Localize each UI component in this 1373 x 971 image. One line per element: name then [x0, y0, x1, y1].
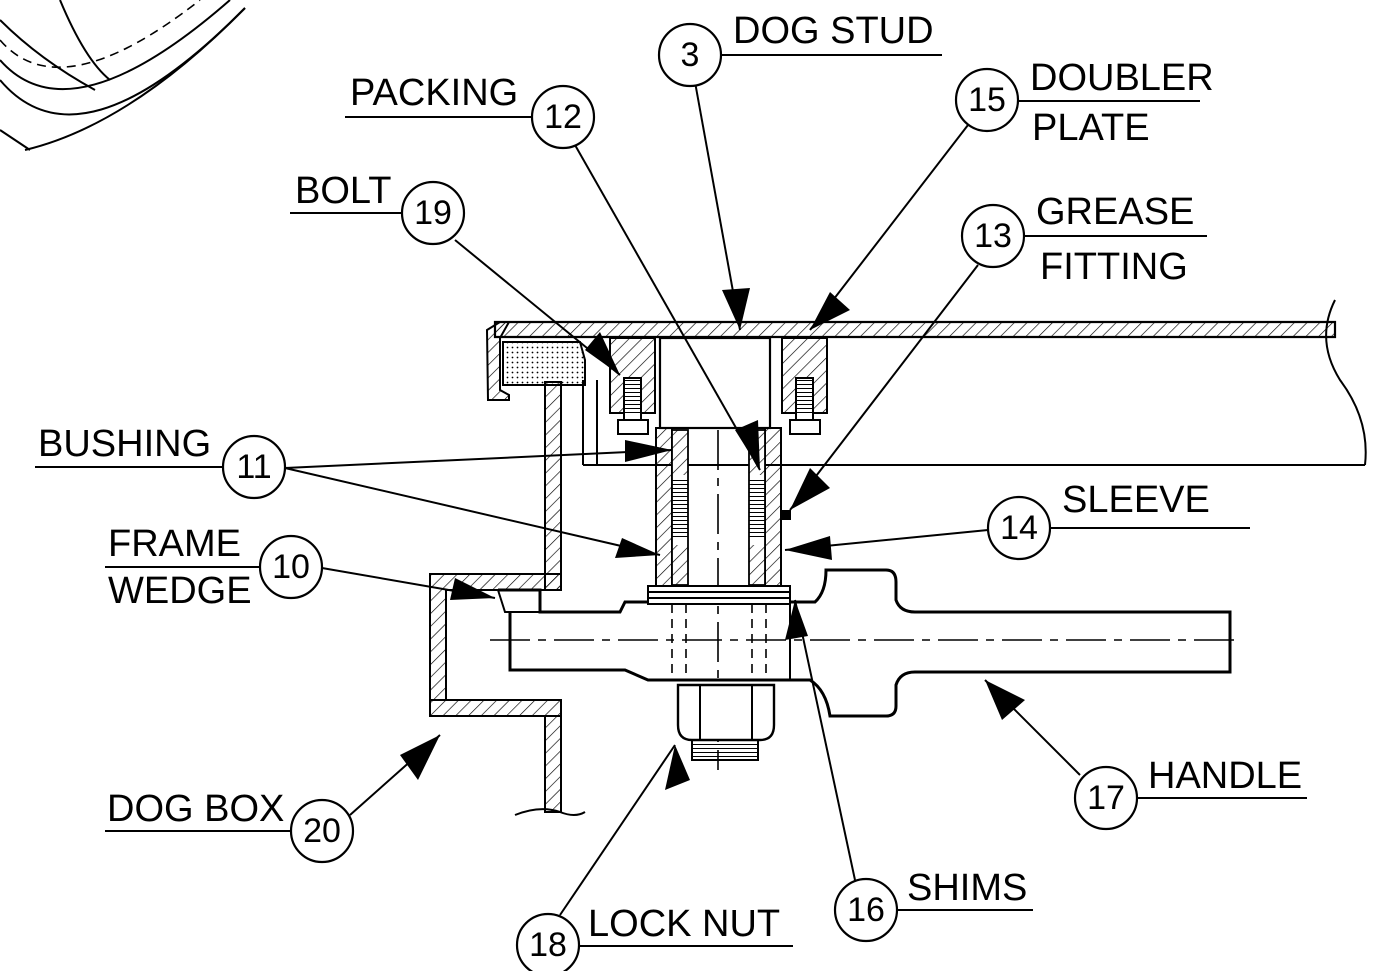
callout-label: BOLT — [295, 170, 391, 212]
callout-number: 18 — [529, 926, 567, 964]
callout-label-line2: PLATE — [1032, 107, 1150, 149]
partial-detail-arc — [0, 0, 246, 151]
callout-number: 16 — [847, 891, 885, 929]
callout-sleeve: 14 SLEEVE — [986, 479, 1210, 561]
callout-lock-nut: 18 LOCK NUT — [515, 903, 793, 971]
callout-label: DOG STUD — [733, 10, 934, 52]
callout-doubler-plate: 15 DOUBLER PLATE — [954, 57, 1214, 149]
callout-dog-stud: 3 DOG STUD — [657, 10, 942, 88]
callout-dog-box: 20 DOG BOX — [105, 788, 355, 864]
callout-shims: 16 SHIMS — [833, 867, 1033, 943]
callout-number: 14 — [1000, 509, 1038, 547]
dog-box-frame — [429, 321, 598, 816]
callout-label: SLEEVE — [1062, 479, 1210, 521]
callout-label: DOUBLER — [1030, 57, 1214, 99]
callout-label: FRAME — [108, 523, 241, 565]
callout-number: 3 — [681, 36, 700, 74]
callout-number: 20 — [303, 812, 341, 850]
callout-label: PACKING — [350, 72, 518, 114]
lock-nut-body — [676, 683, 776, 761]
callout-label: SHIMS — [907, 867, 1027, 909]
callout-number: 13 — [974, 217, 1012, 255]
callout-label-line2: FITTING — [1040, 246, 1188, 288]
callout-number: 11 — [236, 448, 271, 486]
doubler-plates — [609, 337, 828, 435]
callout-label: GREASE — [1036, 191, 1194, 233]
callout-number: 17 — [1087, 779, 1125, 817]
callout-number: 19 — [414, 194, 452, 232]
callout-number: 12 — [544, 98, 582, 136]
callout-grease-fitting: 13 GREASE FITTING — [960, 191, 1207, 288]
callout-label-line2: WEDGE — [108, 570, 252, 612]
callout-bolt: 19 BOLT — [290, 170, 466, 246]
leader-arrowheads — [400, 288, 1025, 790]
gasket — [502, 341, 586, 386]
callout-number: 15 — [968, 81, 1006, 119]
handle-body — [490, 568, 1235, 718]
callout-label: HANDLE — [1148, 755, 1302, 797]
callout-label: DOG BOX — [107, 788, 284, 830]
callout-bushing: 11 BUSHING — [35, 423, 287, 500]
callout-label: LOCK NUT — [588, 903, 780, 945]
callout-frame-wedge: 10 FRAME WEDGE — [105, 523, 324, 612]
callout-handle: 17 HANDLE — [1073, 755, 1307, 831]
shims — [647, 585, 791, 605]
callout-label: BUSHING — [38, 423, 211, 465]
callout-packing: 12 PACKING — [345, 72, 596, 150]
callout-number: 10 — [272, 548, 310, 586]
